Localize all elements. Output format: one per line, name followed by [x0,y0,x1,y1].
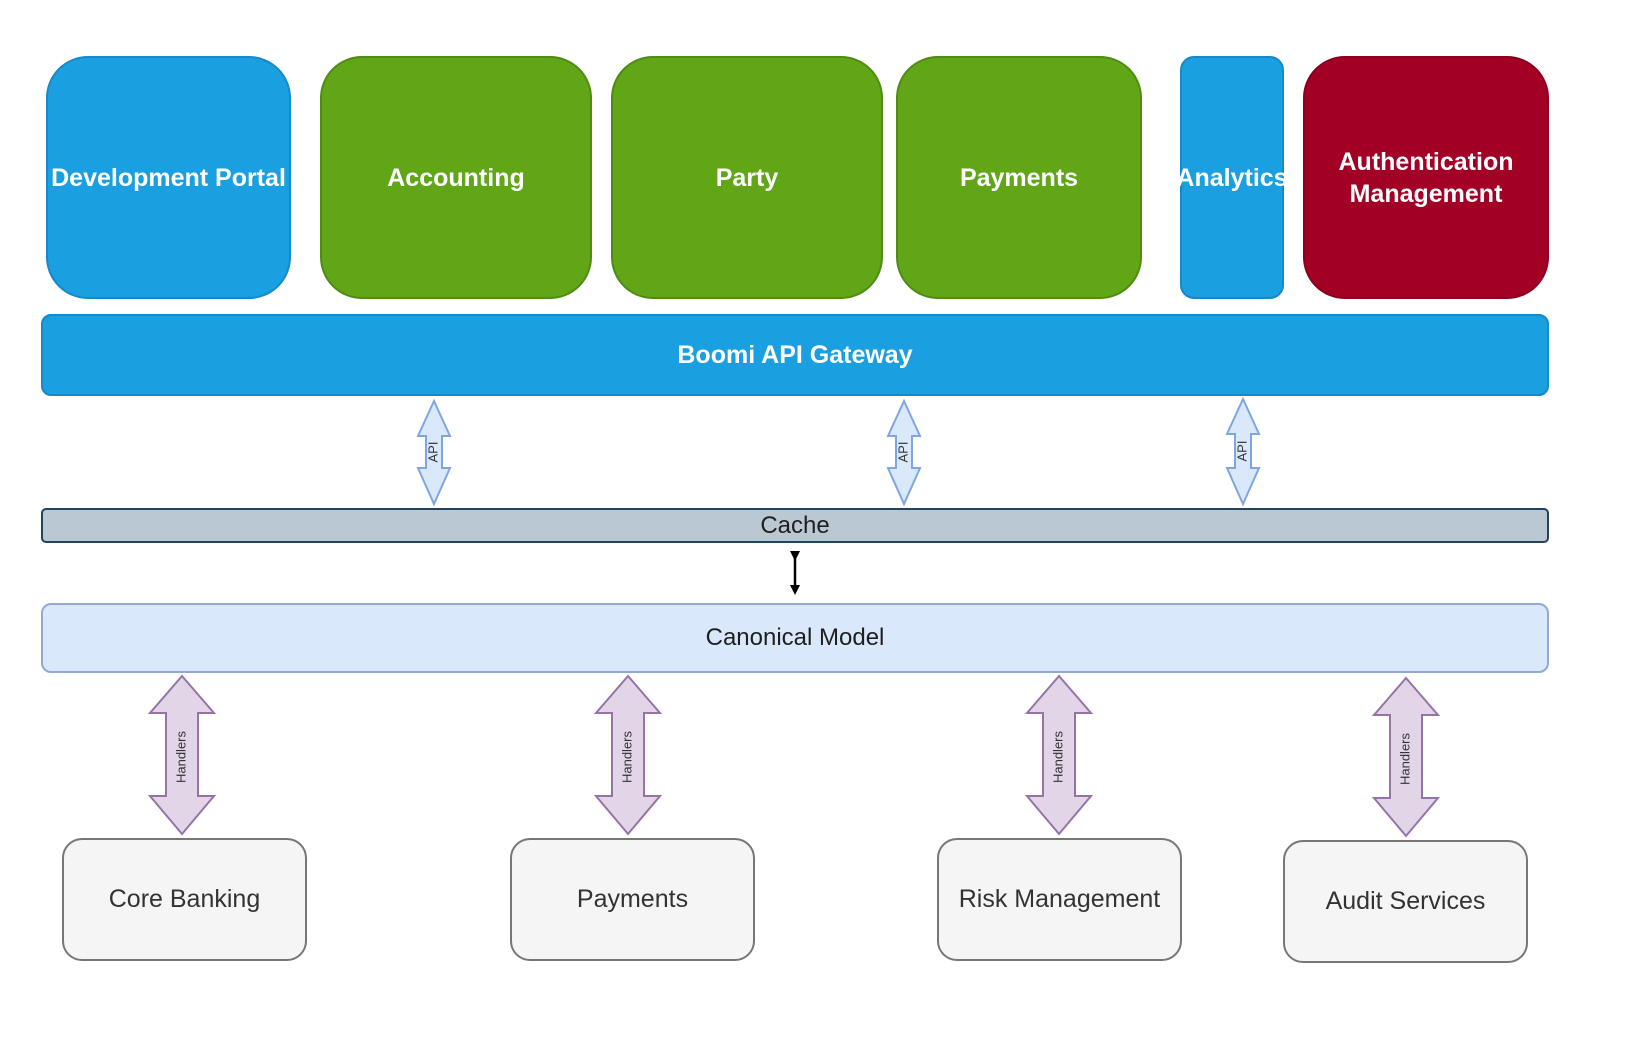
payments-service-label: Payments [959,163,1079,192]
core-banking-label: Core Banking [108,885,261,913]
payments-service-block: Payments [896,56,1142,299]
handlers-arrow-3-label: Handlers [1050,730,1065,783]
canonical-model-bar: Canonical Model [41,603,1549,673]
canonical-model-label: Canonical Model [705,624,885,651]
party-label: Party [715,163,779,192]
party-block: Party [611,56,883,299]
handlers-arrow-4: Handlers [1371,676,1441,838]
handlers-arrow-4-label: Handlers [1397,732,1412,785]
payments-system-block: Payments [510,838,755,961]
handlers-arrow-1-label: Handlers [173,730,188,783]
api-arrow-2-label: API [895,442,910,463]
audit-services-label: Audit Services [1325,887,1486,915]
analytics-label: Analytics [1176,163,1288,192]
api-gateway-bar: Boomi API Gateway [41,314,1549,396]
development-portal-block: Development Portal [46,56,291,299]
accounting-block: Accounting [320,56,592,299]
api-gateway-label: Boomi API Gateway [677,340,913,369]
risk-management-block: Risk Management [937,838,1182,961]
accounting-label: Accounting [387,163,525,192]
development-portal-label: Development Portal [51,163,286,192]
handlers-arrow-1: Handlers [147,674,217,836]
payments-system-label: Payments [576,885,689,913]
cache-bar: Cache [41,508,1549,543]
risk-management-label: Risk Management [958,885,1161,913]
handlers-arrow-2: Handlers [593,674,663,836]
audit-services-block: Audit Services [1283,840,1528,963]
analytics-block: Analytics [1176,56,1288,299]
api-arrow-1: API [416,398,452,507]
handlers-arrow-3: Handlers [1024,674,1094,836]
handlers-arrow-2-label: Handlers [619,730,634,783]
authentication-management-block: Authentication Management [1303,56,1549,299]
api-arrow-1-label: API [425,442,440,463]
api-arrow-3: API [1225,396,1261,507]
cache-label: Cache [760,511,830,539]
authentication-management-label: Authentication Management [1338,147,1514,208]
core-banking-block: Core Banking [62,838,307,961]
api-arrow-3-label: API [1234,441,1249,462]
api-arrow-2: API [886,398,922,507]
